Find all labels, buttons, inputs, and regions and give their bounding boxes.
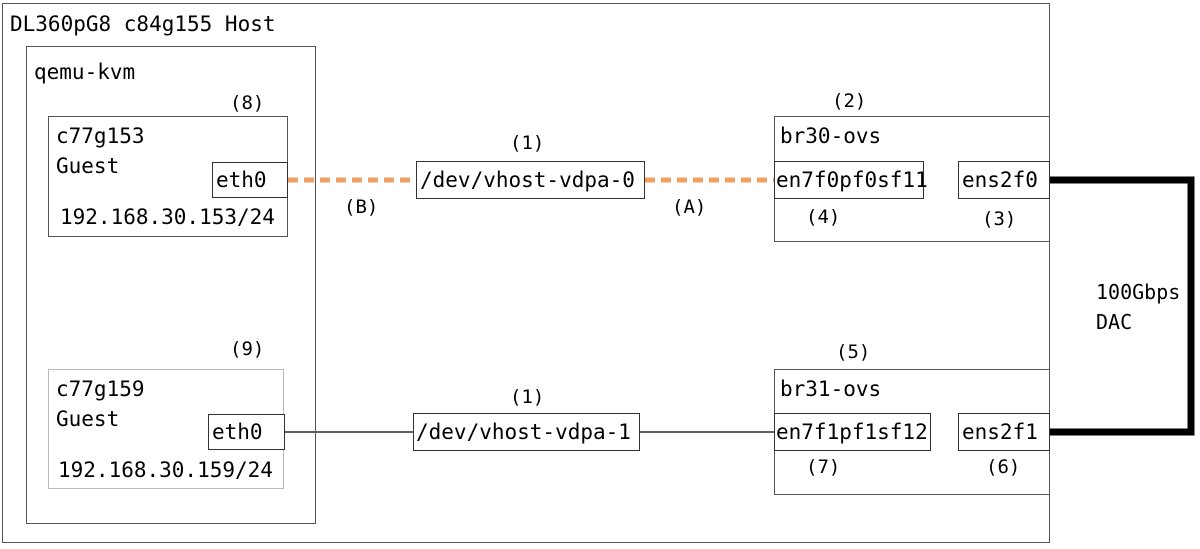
bridge-1-port-label: en7f0pf0sf11 <box>776 168 928 192</box>
host-title: DL360pG8 c84g155 Host <box>10 12 276 36</box>
bridge-1-uplink-marker: (3) <box>982 208 1017 230</box>
guest-1-nic <box>212 162 288 198</box>
vdpa-0-box <box>416 161 645 199</box>
guest-2-nic-label: eth0 <box>212 420 263 444</box>
guest-1-role: Guest <box>56 154 120 178</box>
guest-2-marker: (9) <box>230 338 265 360</box>
dac-cable <box>1049 176 1195 436</box>
vdpa-1-box <box>413 413 640 451</box>
host-box <box>2 3 1050 543</box>
guest-1-marker: (8) <box>230 92 265 114</box>
bridge-1-marker: (2) <box>832 90 867 112</box>
guest-2-ip: 192.168.30.159/24 <box>58 458 273 482</box>
guest-2-role: Guest <box>56 407 120 431</box>
guest-1-ip: 192.168.30.153/24 <box>60 205 275 229</box>
vdpa-1-device: /dev/vhost-vdpa-1 <box>416 420 631 444</box>
hypervisor-title: qemu-kvm <box>34 60 136 84</box>
bridge-1-uplink <box>958 161 1050 199</box>
bridge-1-name: br30-ovs <box>780 124 882 148</box>
bridge-2-uplink <box>958 413 1050 451</box>
bridge-1-port <box>774 161 924 199</box>
dac-speed-label: 100Gbps <box>1096 280 1181 304</box>
vdpa-0-device: /dev/vhost-vdpa-0 <box>420 168 635 192</box>
bridge-2-port-label: en7f1pf1sf12 <box>776 420 928 444</box>
link-b-label: (B) <box>344 196 379 218</box>
bridge-2-name: br31-ovs <box>780 377 882 401</box>
guest-2-nic <box>208 414 285 450</box>
bridge-2-uplink-marker: (6) <box>986 456 1021 478</box>
guest-2-name: c77g159 <box>56 377 145 401</box>
bridge-2-uplink-label: ens2f1 <box>962 420 1038 444</box>
bridge-1-port-marker: (4) <box>806 206 841 228</box>
link-a-label: (A) <box>672 196 707 218</box>
dac-type-label: DAC <box>1096 310 1133 334</box>
bridge-2-port-marker: (7) <box>806 456 841 478</box>
vdpa-0-marker: (1) <box>510 132 545 154</box>
bridge-2-marker: (5) <box>836 341 871 363</box>
guest-1-nic-label: eth0 <box>216 168 267 192</box>
vdpa-1-marker: (1) <box>510 386 545 408</box>
guest-1-name: c77g153 <box>56 124 145 148</box>
bridge-1-uplink-label: ens2f0 <box>962 168 1038 192</box>
bridge-2-port <box>774 413 931 451</box>
hypervisor-box <box>26 46 316 524</box>
